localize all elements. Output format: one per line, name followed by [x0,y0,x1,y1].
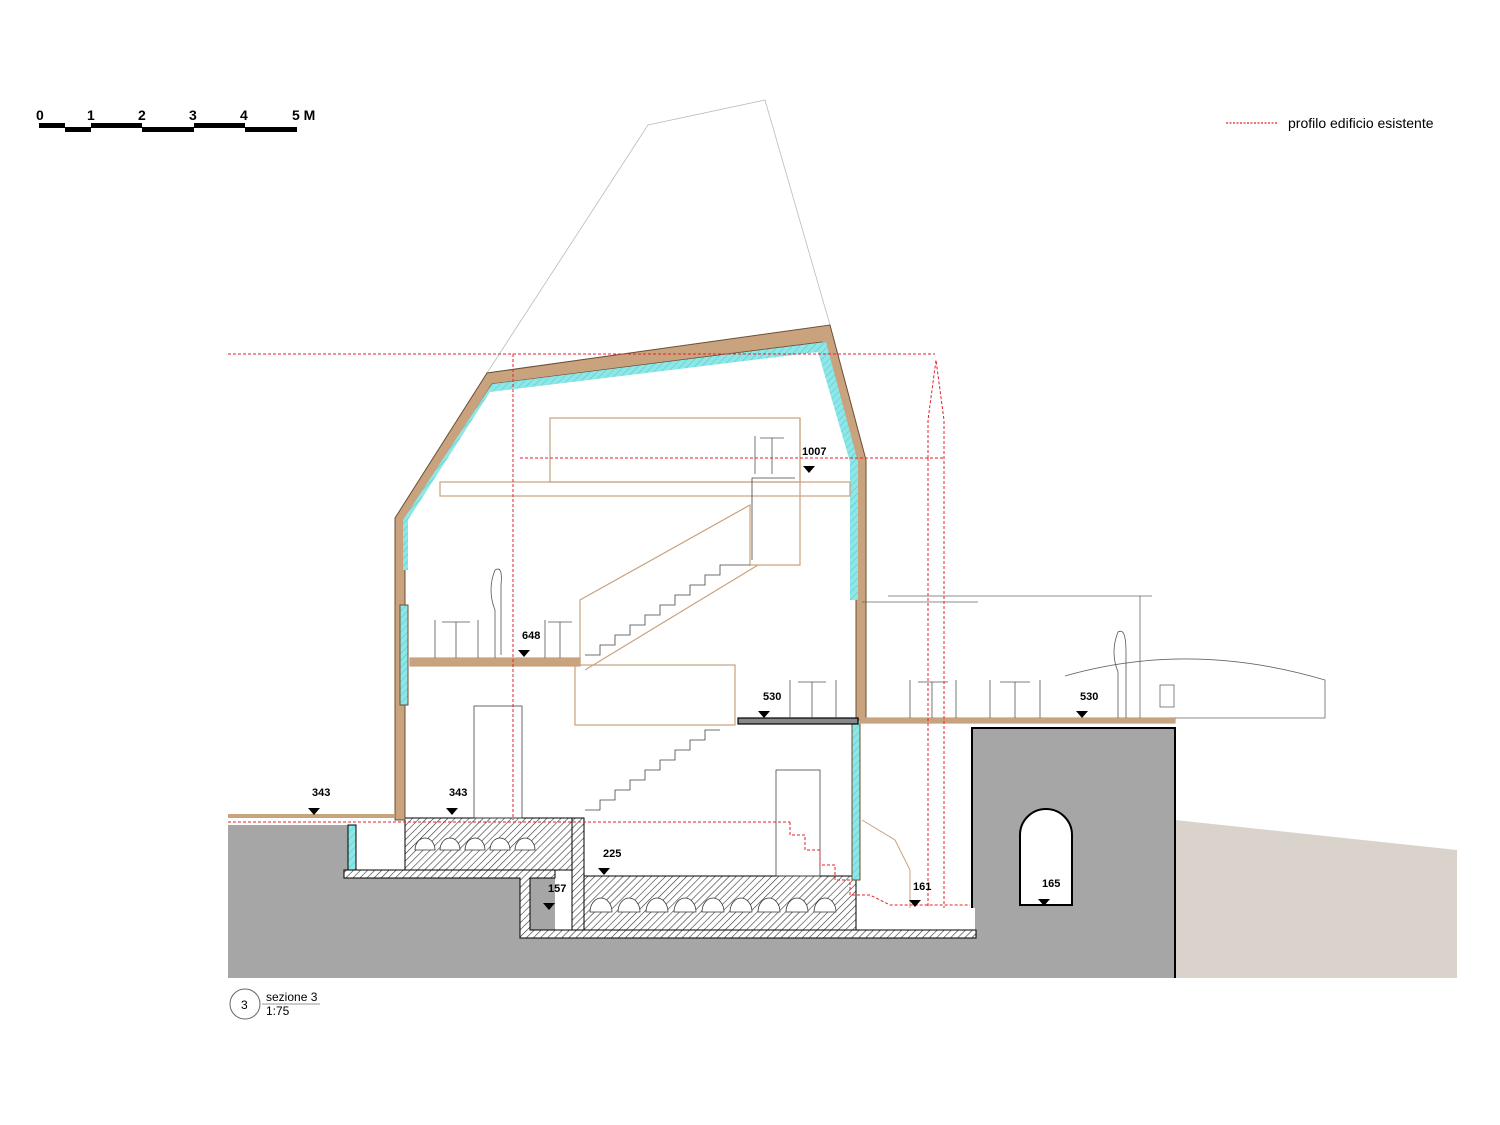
section-number-circle [229,988,261,1020]
foundation-slab [343,869,977,939]
section-title: sezione 3 [266,990,318,1004]
roof-insulation [403,342,858,600]
elevation-label: 530 [1080,691,1098,703]
terrace-elements [862,595,1326,719]
scale-tick-2: 2 [138,107,146,123]
elevation-label: 157 [548,883,566,895]
scale-tick-0: 0 [36,107,44,123]
scale-tick-3: 3 [189,107,197,123]
vault-forms [414,837,837,913]
wall-insulation-lower [851,719,861,881]
ground-mass [228,728,1175,978]
elevation-label: 530 [763,691,781,703]
scale-tick-1: 1 [87,107,95,123]
furniture [434,436,1127,718]
elevation-530: 530 [758,691,781,718]
building-envelope [394,324,867,821]
elevation-label: 161 [913,881,931,893]
elevation-label: 1007 [802,446,826,458]
street-pavement [228,814,395,818]
elevation-530-terrace: 530 [1076,691,1098,718]
elevation-label: 648 [522,630,540,642]
elevation-label: 225 [603,848,621,860]
vault-opening [1019,808,1073,906]
scale-tick-5: 5 M [292,107,315,123]
scale-tick-4: 4 [240,107,248,123]
wall-insulation [399,604,409,706]
scale-bar: 0 1 2 3 4 5 M [36,107,315,132]
elevation-343: 343 [446,787,467,815]
elevation-225: 225 [598,848,621,875]
section-number: 3 [241,998,248,1012]
lower-stair-rail [861,819,911,908]
original-roof-outline [486,99,831,374]
elevation-label: 343 [312,787,330,799]
section-title-block: 3 sezione 3 1:75 [229,988,320,1020]
elevation-label: 343 [449,787,467,799]
elevation-165: 165 [1038,878,1060,906]
stairs [473,477,821,877]
elevation-label: 165 [1042,878,1060,890]
elevation-343-street: 343 [308,787,330,815]
interior-structure [409,417,1176,726]
legend: profilo edificio esistente [1226,115,1434,131]
terrain-slope [1175,820,1457,978]
elevation-markers: 1007 648 530 530 343 343 225 157 161 165 [308,446,1098,910]
existing-profile [228,353,970,908]
elevation-157: 157 [543,883,566,910]
elevation-648: 648 [518,630,540,657]
legend-label: profilo edificio esistente [1288,115,1434,131]
foundation-insulation [347,824,357,871]
retaining-wall-outline [971,727,1176,978]
section-scale: 1:75 [266,1004,290,1018]
basement-wall [571,817,585,931]
elevation-1007: 1007 [802,446,826,473]
elevation-161: 161 [909,881,931,907]
